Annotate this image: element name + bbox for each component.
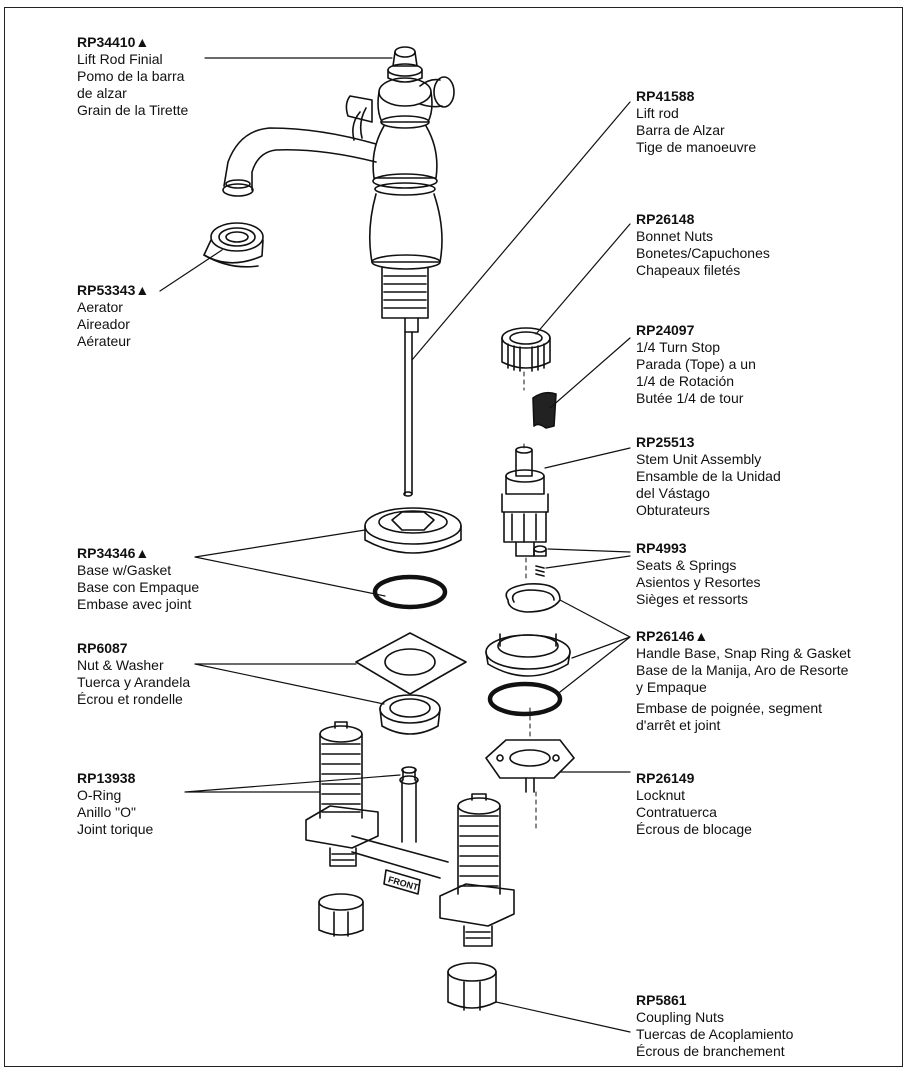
desc-fr: Sièges et ressorts: [636, 591, 749, 607]
aerator: [203, 222, 264, 268]
base-with-gasket: [364, 507, 462, 554]
desc-en: Stem Unit Assembly: [636, 451, 762, 467]
desc-en: 1/4 Turn Stop: [636, 339, 721, 355]
part-number: RP25513: [636, 434, 695, 450]
callout-rp53343: RP53343▲ Aerator Aireador Aérateur: [77, 282, 149, 350]
desc-es: Bonetes/Capuchones: [636, 245, 770, 261]
desc-es: Aireador: [77, 316, 130, 332]
desc-es: Ensamble de la Unidad: [636, 468, 781, 484]
desc-en: Coupling Nuts: [636, 1009, 724, 1025]
valve-body: [305, 721, 515, 947]
part-number: RP24097: [636, 322, 695, 338]
desc-es: Contratuerca: [636, 804, 717, 820]
handle-gasket-ring: [487, 681, 563, 717]
handle-base: [485, 633, 571, 677]
part-number: RP26148: [636, 211, 695, 227]
desc-fr-cont: d'arrêt et joint: [636, 717, 721, 733]
part-number: RP26149: [636, 770, 695, 786]
nut-and-washer: [355, 632, 467, 735]
callout-rp25513: RP25513 Stem Unit Assembly Ensamble de l…: [636, 434, 781, 519]
desc-fr: Obturateurs: [636, 502, 710, 518]
desc-es: Asientos y Resortes: [636, 574, 761, 590]
part-number: RP53343▲: [77, 282, 150, 298]
callout-rp24097: RP24097 1/4 Turn Stop Parada (Tope) a un…: [636, 322, 756, 407]
turn-stop: [532, 391, 557, 429]
coupling-nut-left: [318, 893, 364, 937]
desc-fr: Aérateur: [77, 333, 131, 349]
part-number: RP26146▲: [636, 628, 709, 644]
callout-rp26148: RP26148 Bonnet Nuts Bonetes/Capuchones C…: [636, 211, 770, 279]
desc-es: Tuercas de Acoplamiento: [636, 1026, 794, 1042]
leader-lines: [159, 57, 631, 1033]
desc-fr: Embase avec joint: [77, 596, 192, 612]
desc-fr: Écrou et rondelle: [77, 691, 183, 707]
desc-es: Base de la Manija, Aro de Resorte: [636, 662, 849, 678]
desc-es: Anillo "O": [77, 804, 136, 820]
desc-fr: Écrous de blocage: [636, 821, 752, 837]
desc-es-cont: y Empaque: [636, 679, 707, 695]
coupling-nut-right: [447, 962, 497, 1011]
desc-es: Parada (Tope) a un: [636, 356, 756, 372]
desc-es: Base con Empaque: [77, 579, 200, 595]
desc-en: Bonnet Nuts: [636, 228, 714, 244]
desc-es-cont: del Vástago: [636, 485, 710, 501]
desc-fr: Joint torique: [77, 821, 154, 837]
callout-rp5861: RP5861 Coupling Nuts Tuercas de Acoplami…: [636, 992, 793, 1060]
callout-rp26146: RP26146▲ Handle Base, Snap Ring & Gasket…: [636, 628, 851, 734]
desc-en: Base w/Gasket: [77, 562, 172, 578]
desc-en: Locknut: [636, 787, 686, 803]
snap-ring: [505, 583, 561, 613]
spout-body: [222, 46, 455, 497]
desc-es: Tuerca y Arandela: [77, 674, 191, 690]
desc-fr: Embase de poignée, segment: [636, 700, 823, 716]
stem-unit: [501, 446, 549, 557]
part-number: RP4993: [636, 540, 687, 556]
callout-rp34346: RP34346▲ Base w/Gasket Base con Empaque …: [77, 545, 199, 613]
part-number: RP41588: [636, 88, 695, 104]
desc-es: Pomo de la barra: [77, 68, 185, 84]
callout-rp34410: RP34410▲ Lift Rod Finial Pomo de la barr…: [77, 34, 188, 119]
desc-fr: Écrous de branchement: [636, 1043, 785, 1059]
part-number: RP34346▲: [77, 545, 150, 561]
desc-en: Aerator: [77, 299, 123, 315]
desc-en: O-Ring: [77, 787, 122, 803]
desc-es-cont: 1/4 de Rotación: [636, 373, 735, 389]
desc-fr: Butée 1/4 de tour: [636, 390, 744, 406]
desc-en: Lift Rod Finial: [77, 51, 163, 67]
callout-rp41588: RP41588 Lift rod Barra de Alzar Tige de …: [636, 88, 756, 156]
desc-es: Barra de Alzar: [636, 122, 725, 138]
callout-rp6087: RP6087 Nut & Washer Tuerca y Arandela Éc…: [77, 640, 190, 708]
desc-fr: Chapeaux filetés: [636, 262, 741, 278]
desc-fr: Tige de manoeuvre: [636, 139, 757, 155]
part-number: RP6087: [77, 640, 128, 656]
desc-en: Lift rod: [636, 105, 679, 121]
callout-rp26149: RP26149 Locknut Contratuerca Écrous de b…: [636, 770, 752, 838]
locknut: [485, 739, 575, 793]
part-number: RP13938: [77, 770, 136, 786]
callout-rp13938: RP13938 O-Ring Anillo "O" Joint torique: [77, 770, 153, 838]
bonnet-nut: [501, 327, 551, 372]
callout-rp4993: RP4993 Seats & Springs Asientos y Resort…: [636, 540, 761, 608]
base-gasket-ring: [372, 574, 448, 610]
desc-en: Nut & Washer: [77, 657, 164, 673]
seats-and-springs: [533, 545, 547, 577]
desc-en: Handle Base, Snap Ring & Gasket: [636, 645, 851, 661]
part-number: RP5861: [636, 992, 687, 1008]
desc-fr: Grain de la Tirette: [77, 102, 189, 118]
desc-en: Seats & Springs: [636, 557, 737, 573]
part-number: RP34410▲: [77, 34, 150, 50]
desc-es-cont: de alzar: [77, 85, 127, 101]
